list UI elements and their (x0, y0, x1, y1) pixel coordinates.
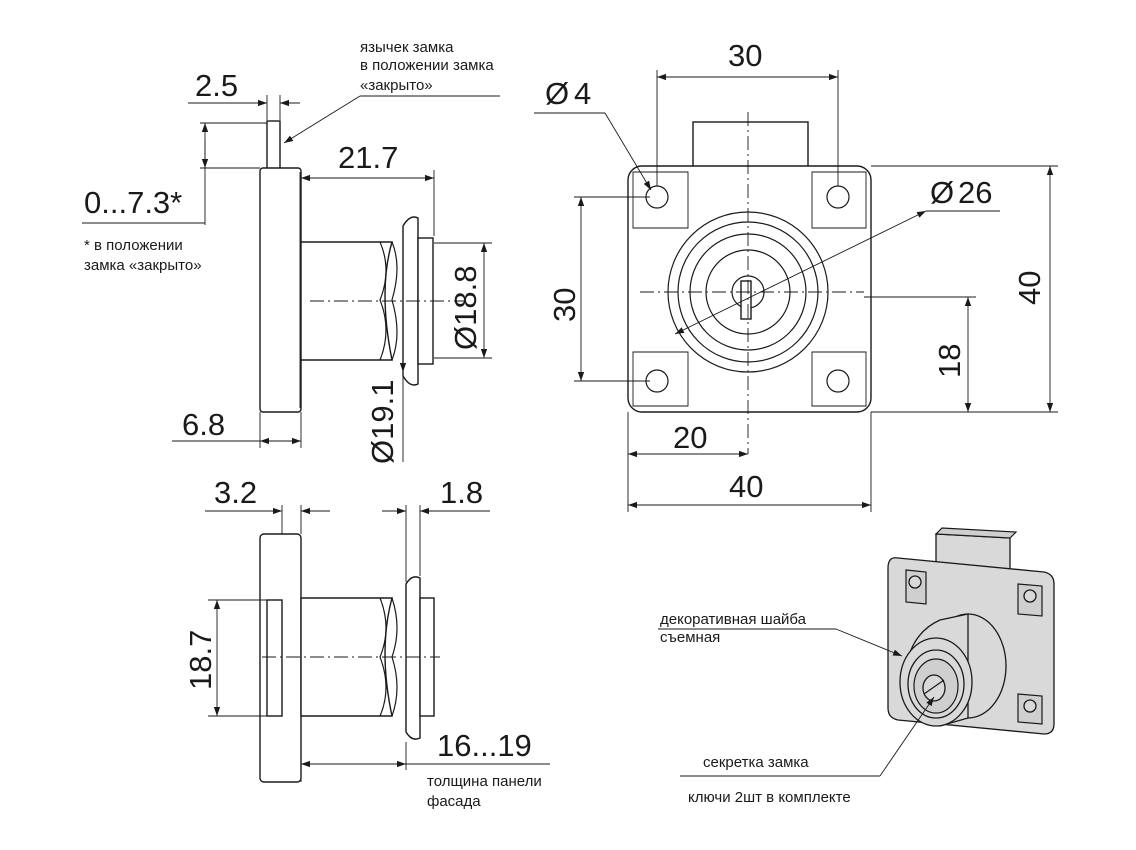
washer-note-line1: декоративная шайба (660, 611, 807, 628)
dim-diam-18-8: Ø18.8 (448, 266, 483, 350)
bolt-note-line1: язычек замка (360, 39, 454, 56)
dim-0-7-3: 0...7.3* (84, 185, 182, 220)
dim-bottom-40: 40 (729, 469, 763, 504)
key-core-iso (922, 674, 946, 702)
mounting-hole-br (826, 369, 850, 393)
dim-6-8: 6.8 (182, 407, 225, 442)
washer-flange-bottom (405, 576, 421, 740)
side-view: 2.5 0...7.3* * в положении замка «закрыт… (82, 39, 500, 464)
mounting-holes (632, 171, 867, 407)
dim-2-5: 2.5 (195, 68, 238, 103)
isometric-view: декоративная шайба съемная секретка замк… (658, 527, 1055, 806)
asterisk-note-line1: * в положении (84, 237, 183, 254)
dim-16-19: 16...19 (437, 728, 532, 763)
front-view: 30 Ø 4 Ø 26 30 40 18 20 40 (534, 38, 1058, 512)
asterisk-note-line2: замка «закрыто» (84, 257, 202, 274)
diam-symbol-26: Ø (930, 175, 954, 210)
mounting-plate-side (259, 167, 302, 413)
dim-3-2: 3.2 (214, 475, 257, 510)
dim-left-30: 30 (547, 288, 582, 322)
diam-symbol-4: Ø (545, 76, 569, 111)
bolt-note-line3: «закрыто» (360, 77, 433, 94)
dim-18-7: 18.7 (183, 630, 218, 690)
dim-diam-4: 4 (574, 76, 591, 111)
bolt-note-line2: в положении замка (360, 57, 494, 74)
dim-diam-26: 26 (958, 175, 992, 210)
panel-view: 3.2 1.8 18.7 16...19 толщина панели фаса… (183, 475, 550, 810)
bolt-slot (266, 599, 283, 717)
keys-note: ключи 2шт в комплекте (688, 789, 851, 806)
bolt-tab-front (692, 121, 809, 169)
dim-right-18: 18 (932, 344, 967, 378)
dim-bottom-20: 20 (673, 420, 707, 455)
cylinder-note: секретка замка (703, 754, 809, 771)
dim-right-40: 40 (1012, 271, 1047, 305)
washer-note-line2: съемная (660, 629, 720, 646)
bolt-tongue (266, 120, 281, 173)
panel-note-line1: толщина панели (427, 773, 542, 790)
dim-21-7: 21.7 (338, 140, 398, 175)
dim-1-8: 1.8 (440, 475, 483, 510)
dim-top-30: 30 (728, 38, 762, 73)
keyway-iso (923, 679, 945, 695)
panel-note-line2: фасада (427, 793, 481, 810)
keyway-front (740, 280, 752, 320)
dim-diam-19-1: Ø19.1 (365, 380, 400, 464)
